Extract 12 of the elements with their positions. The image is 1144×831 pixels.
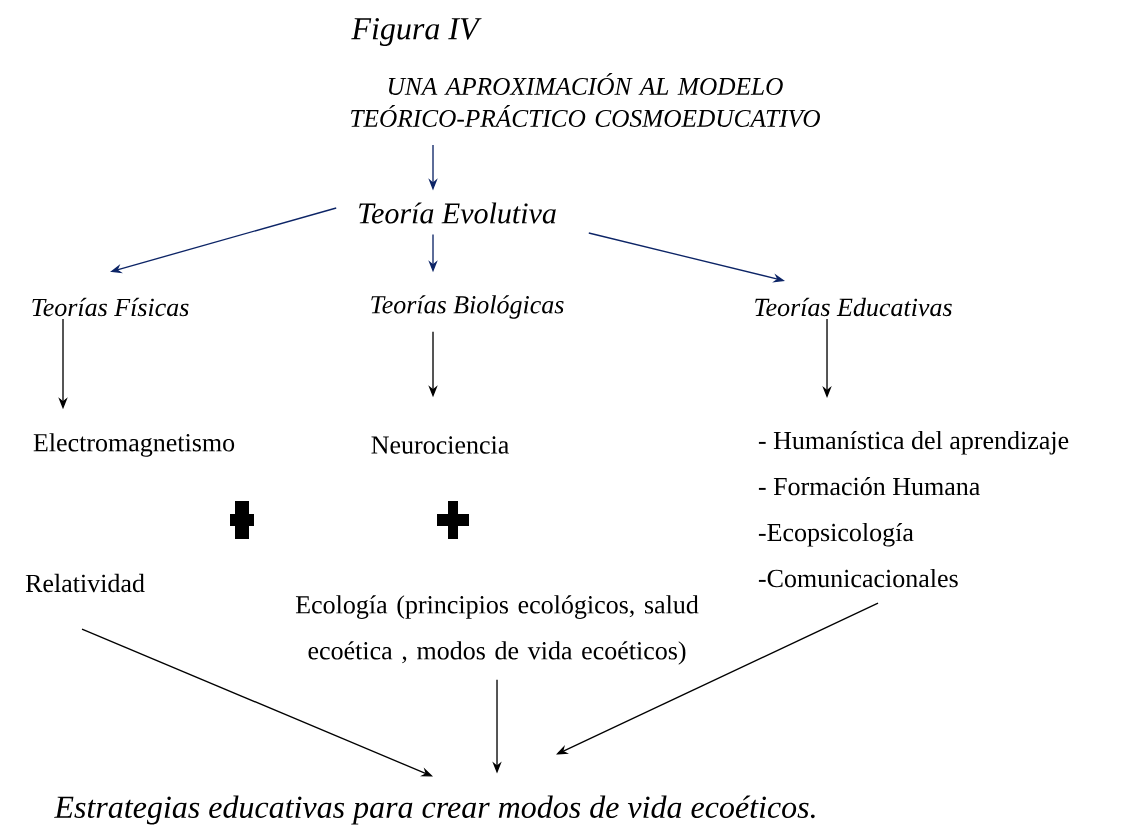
concept-text: Relatividad [25, 573, 145, 593]
conclusion-text: Estrategias educativas para crear modos de vida ecoéticos. [54, 795, 815, 825]
concept-list: - Humanística del aprendizaje - Formación Humana -Ecopsicología -Comunicacionales [758, 430, 1069, 588]
concept-text: Electromagnetismo [33, 433, 235, 457]
concept-text: Ecología (principios ecológicos, salud ecoética , modos de vida ecoéticos) [295, 595, 699, 665]
concept-text: Neurociencia [371, 436, 509, 454]
heading-text: Teorías Educativas [755, 297, 952, 317]
heading-text: Teorías Biológicas [371, 295, 564, 319]
heading-text: Teorías Físicas [32, 297, 189, 317]
heading-text: Teoría Evolutiva [359, 202, 556, 224]
subtitle: UNA APROXIMACIÓN AL MODELO TEÓRICO-PRÁCTICO COSMOEDUCATIVO [351, 72, 820, 128]
figure-title: Figura IV [351, 18, 482, 46]
